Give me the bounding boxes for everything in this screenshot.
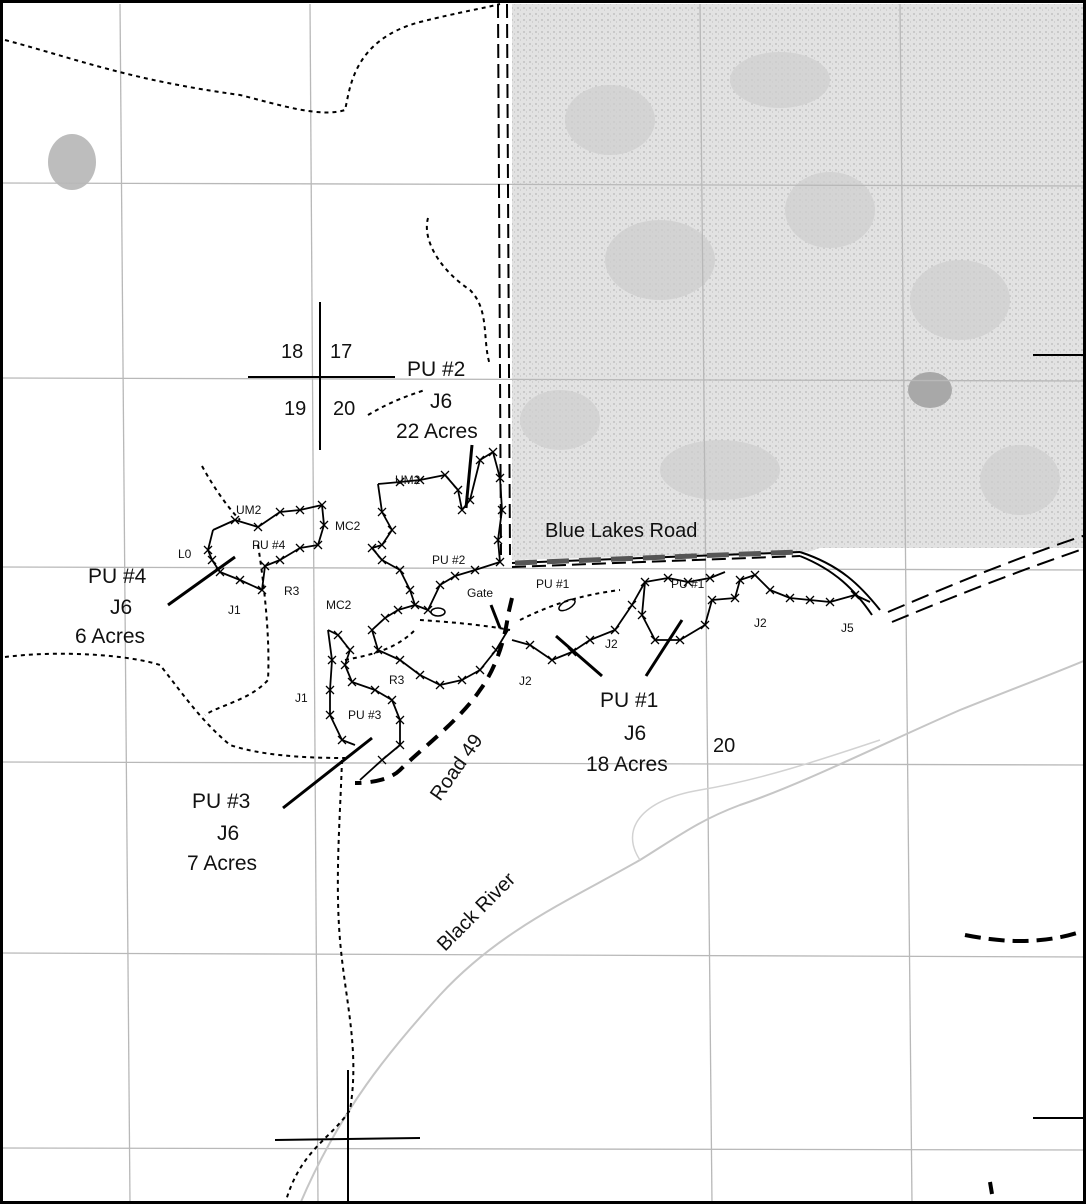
gate-label: Gate [467,586,493,600]
unit-callout-pu3: PU #3 J6 7 Acres [187,790,257,875]
pu1-small-label-east: PU #1 [671,577,705,591]
forest-area [48,4,1086,560]
pu2-id: PU #2 [407,358,465,381]
leader-lines [167,444,684,810]
grid-lines [0,3,1086,1204]
um2-label-north: UM2 [395,473,421,487]
l0-label: L0 [178,547,192,561]
pu3-id: PU #3 [192,790,250,813]
j2-label-road: J2 [519,674,532,688]
road-east-dash [964,930,1081,943]
gate-pond [430,607,446,617]
r3-label-south: R3 [389,673,405,687]
r3-label-west: R3 [284,584,300,598]
stand-boundaries [203,447,871,781]
pond-west [48,134,96,190]
j1-label-south: J1 [295,691,308,705]
unit-callout-pu1: PU #1 J6 18 Acres [586,689,668,776]
pu2-small-label: PU #2 [432,553,466,567]
blue-lakes-road-label: Blue Lakes Road [545,520,697,542]
unit-callout-pu4: PU #4 J6 6 Acres [75,565,147,648]
pu1-type: J6 [624,722,646,745]
pu3-acres: 7 Acres [187,852,257,875]
mc2-label-north: MC2 [335,519,361,533]
boundary-pu2 [367,447,509,690]
pu4-acres: 6 Acres [75,625,145,648]
pu4-id: PU #4 [88,565,147,588]
boundary-pu3 [327,629,405,781]
pu2-type: J6 [430,390,452,413]
pu1-acres: 18 Acres [586,753,668,776]
unit-callout-pu2: PU #2 J6 22 Acres [396,358,478,443]
j5-label: J5 [841,621,854,635]
section-20-east-label: 20 [713,735,735,757]
boundary-pu3-west [325,629,356,746]
pu1-small-label-west: PU #1 [536,577,570,591]
um2-label-west: UM2 [236,503,262,517]
pu2-acres: 22 Acres [396,420,478,443]
section-20-label: 20 [333,398,355,420]
section-17-label: 17 [330,341,352,363]
pu1-pond [558,598,576,612]
pu4-small-label: PU #4 [252,538,286,552]
pu3-small-label: PU #3 [348,708,382,722]
pu4-type: J6 [110,596,132,619]
section-18-label: 18 [281,341,303,363]
mc2-label-south: MC2 [326,598,352,612]
j2-label-east: J2 [754,616,767,630]
blue-lakes-road-fill [514,549,799,566]
boundary-pu1-east [637,570,871,645]
j2-label-center: J2 [605,637,618,651]
boundary-pu2-west [367,483,416,606]
black-river [299,659,1086,1204]
section-19-label: 19 [284,398,306,420]
section-lines [248,302,1086,1204]
j1-label-west: J1 [228,603,241,617]
river-bank [631,739,881,861]
pu1-id: PU #1 [600,689,658,712]
pu3-type: J6 [217,822,239,845]
